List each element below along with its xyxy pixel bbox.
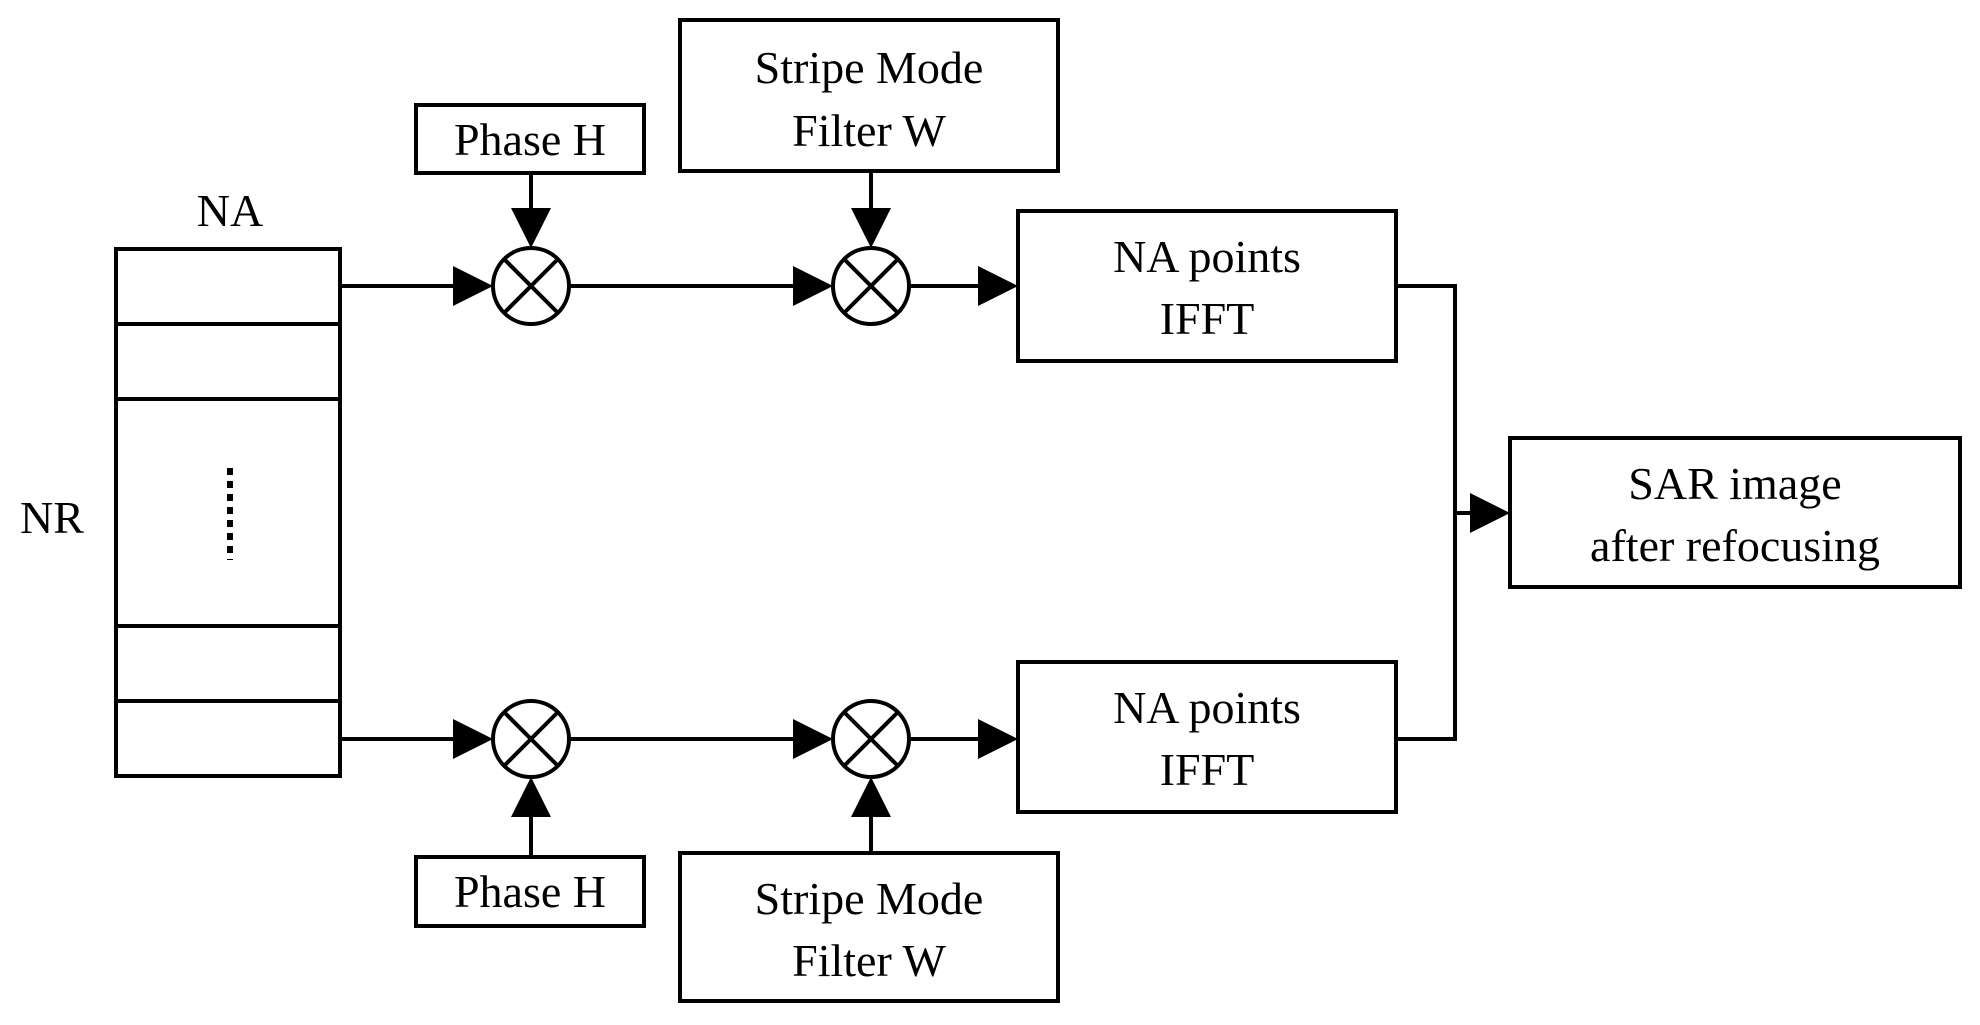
top-filter-label-line2: Filter W [792,105,946,156]
nr-label: NR [20,492,84,543]
data-matrix [114,247,342,778]
bottom-multiplier-1 [491,699,571,779]
output-label-line1: SAR image [1628,458,1841,509]
bottom-filter-label-line1: Stripe Mode [755,873,984,924]
output-label-line2: after refocusing [1590,520,1880,571]
top-multiplier-1 [491,246,571,326]
output-box [1508,436,1962,589]
top-ifft-label-line2: IFFT [1160,293,1255,344]
top-multiplier-2 [831,246,911,326]
bottom-multiplier-2 [831,699,911,779]
top-phase-h-label: Phase H [454,114,606,165]
bottom-ifft-label-line1: NA points [1113,682,1301,733]
bottom-filter-label-line2: Filter W [792,935,946,986]
bottom-phase-h-label: Phase H [454,866,606,917]
top-filter-label-line1: Stripe Mode [755,42,984,93]
top-ifft-label-line1: NA points [1113,231,1301,282]
bottom-ifft-label-line2: IFFT [1160,744,1255,795]
merge-line [1396,284,1457,741]
na-label: NA [197,185,263,236]
